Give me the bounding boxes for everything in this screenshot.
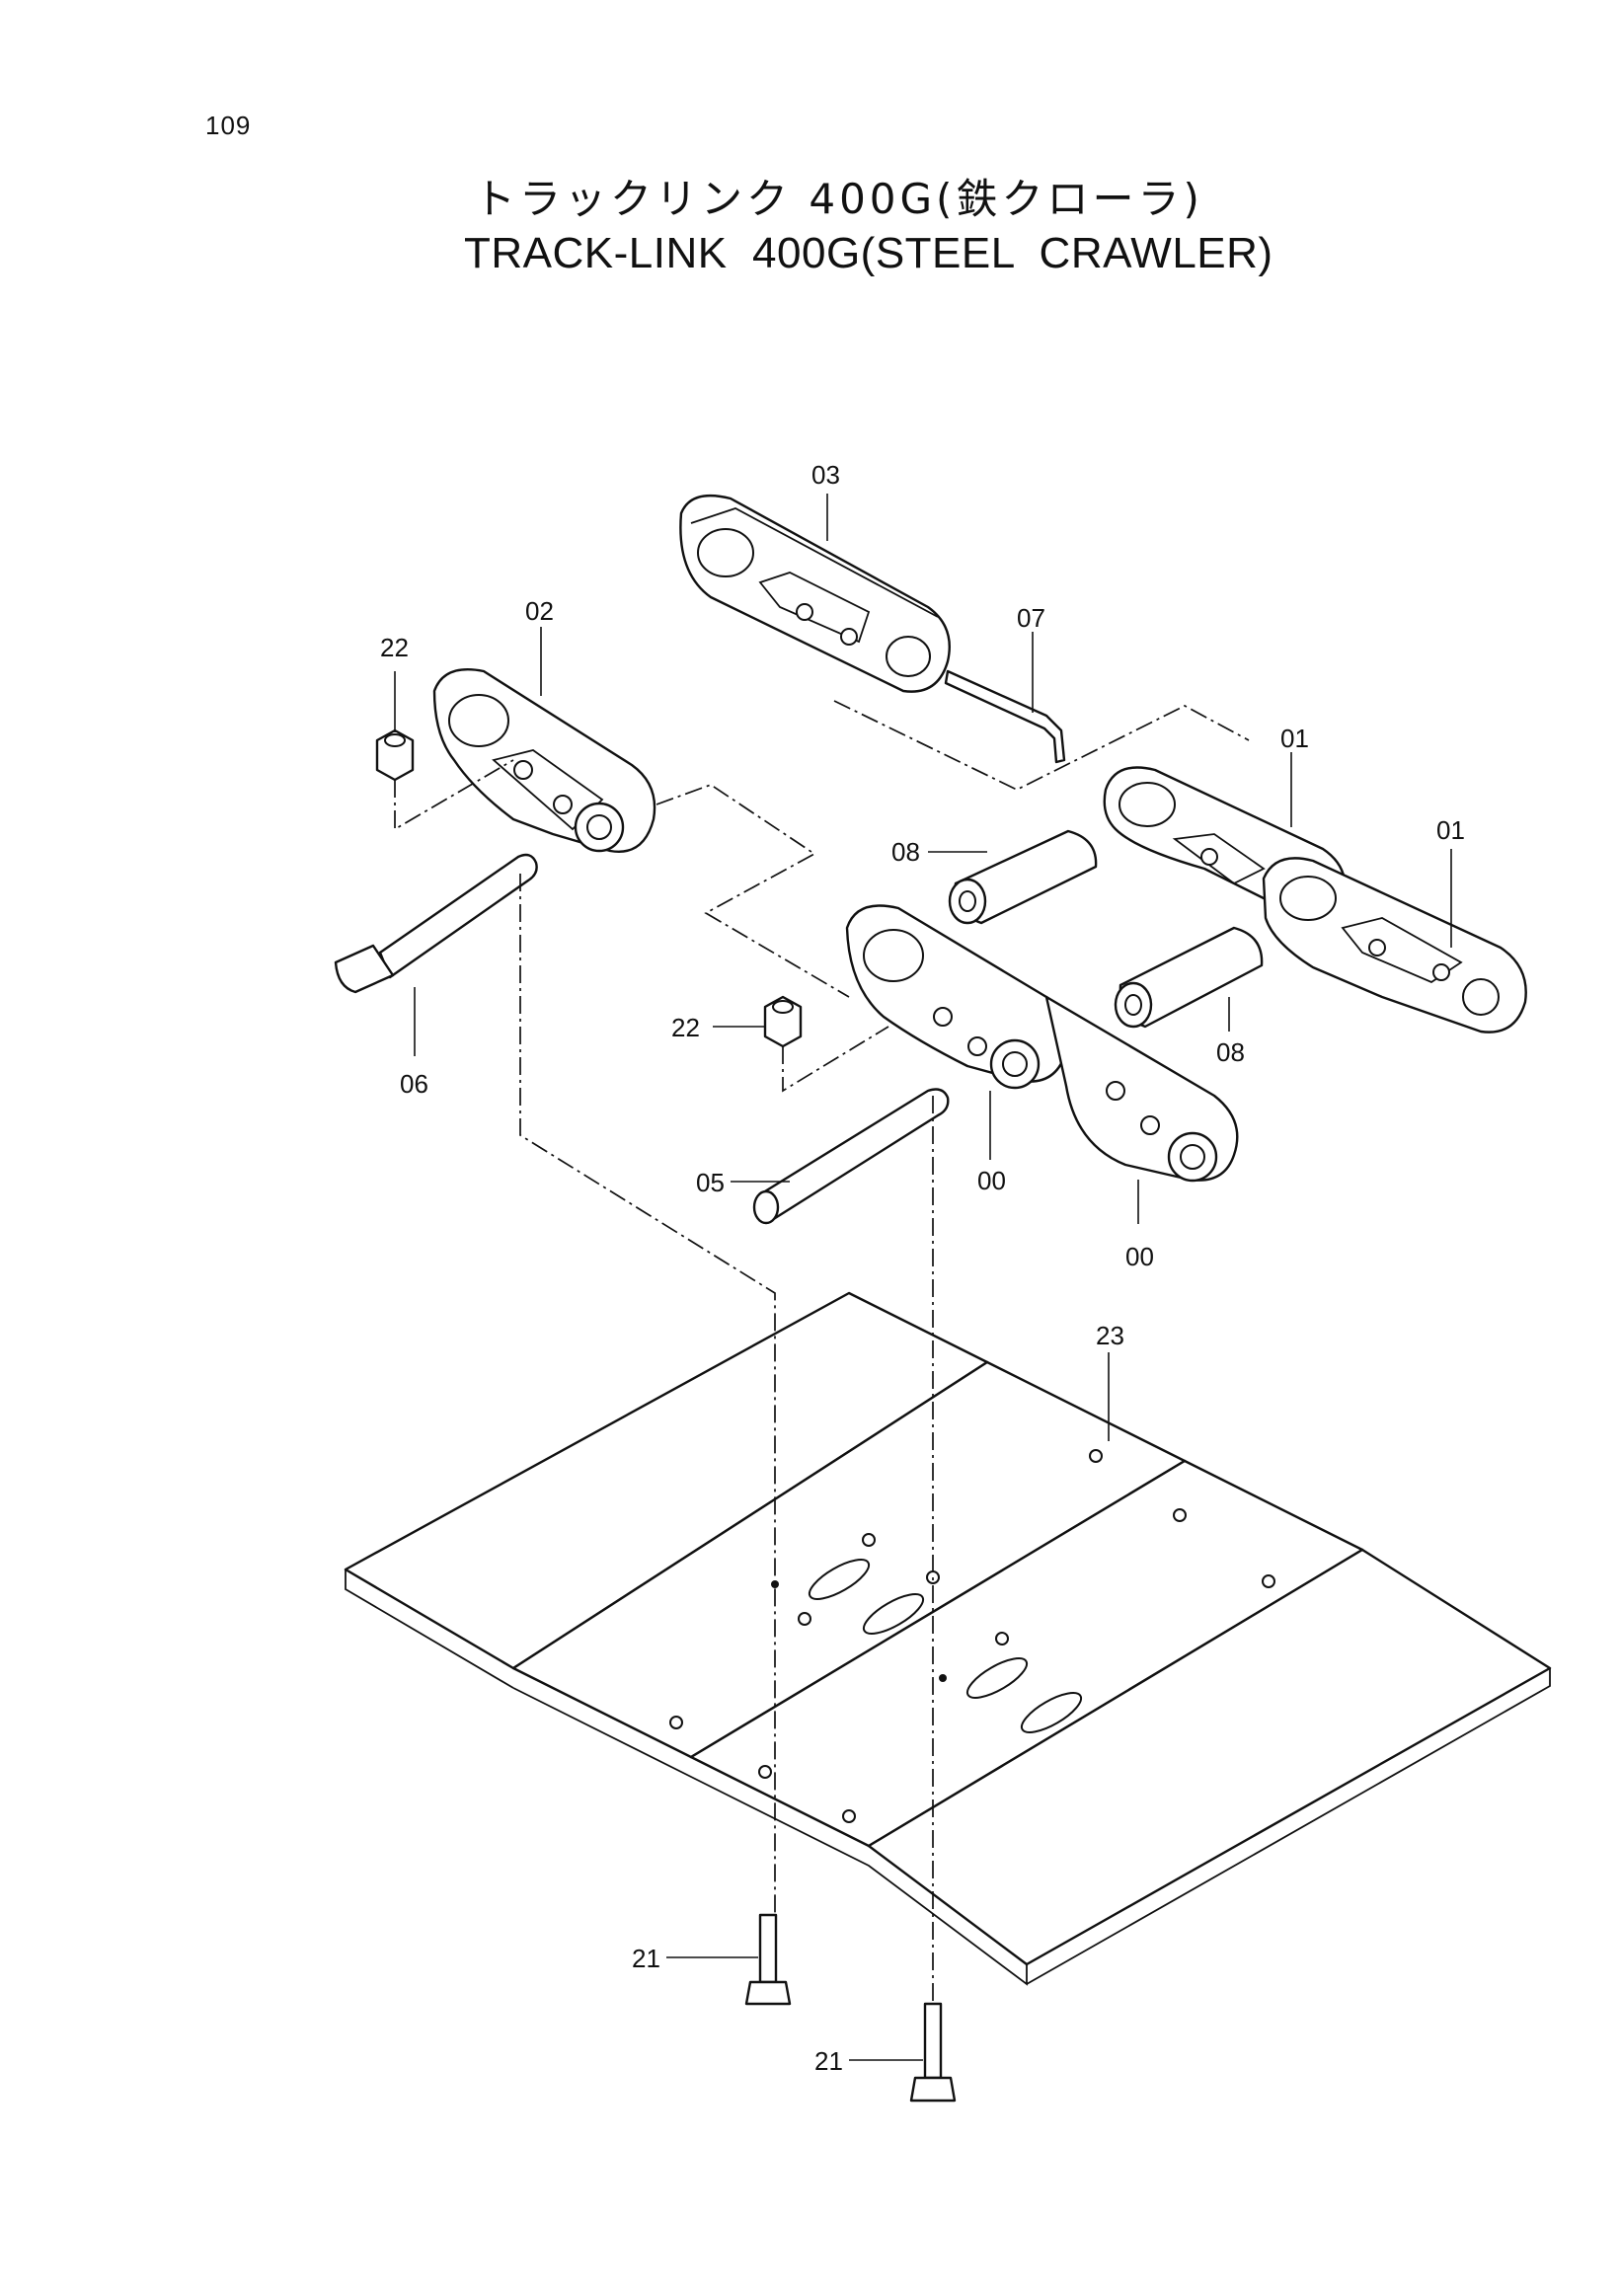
assembly-line-03-01 — [833, 700, 1250, 791]
bushing-08-left — [948, 829, 1098, 925]
nut-22-upper — [375, 728, 415, 782]
bolt-21-left — [744, 1913, 792, 2006]
track-link-00-b — [1044, 995, 1239, 1183]
track-link-01-b — [1262, 857, 1527, 1033]
label-22-upper: 22 — [380, 633, 409, 662]
label-03: 03 — [811, 460, 840, 490]
label-01-a: 01 — [1280, 724, 1309, 753]
label-22-lower: 22 — [671, 1013, 700, 1042]
label-07: 07 — [1017, 603, 1045, 633]
track-link-00-a — [845, 904, 1069, 1090]
page-number: 109 — [205, 111, 252, 140]
assembly-line-bolt-left — [519, 874, 776, 1915]
label-21-left: 21 — [632, 1944, 660, 1973]
title-japanese: トラックリンク 400G(鉄クローラ) — [474, 175, 1203, 223]
title-english: TRACK-LINK 400G(STEEL CRAWLER) — [464, 229, 1273, 277]
assembly-line-22-02 — [394, 759, 514, 831]
nut-22-lower — [763, 995, 803, 1048]
assembly-line-02-00 — [656, 784, 850, 998]
bolt-21-right — [909, 2002, 957, 2103]
track-link-03 — [679, 494, 951, 693]
label-00-b: 00 — [1125, 1242, 1154, 1271]
pin-05 — [752, 1088, 950, 1225]
track-link-02 — [432, 668, 656, 853]
label-02: 02 — [525, 596, 554, 626]
label-23: 23 — [1096, 1321, 1124, 1350]
label-00-a: 00 — [977, 1166, 1006, 1195]
track-shoe-23 — [344, 1291, 1552, 1986]
label-08-right: 08 — [1216, 1037, 1245, 1067]
bolt-06 — [334, 853, 538, 994]
pin-07 — [944, 669, 1066, 764]
label-01-b: 01 — [1436, 815, 1465, 845]
label-05: 05 — [696, 1168, 725, 1197]
label-21-right: 21 — [814, 2046, 843, 2076]
bushing-08-right — [1114, 926, 1264, 1029]
assembly-line-22-00 — [782, 1026, 889, 1093]
label-08-left: 08 — [891, 837, 920, 867]
label-06: 06 — [400, 1069, 428, 1099]
